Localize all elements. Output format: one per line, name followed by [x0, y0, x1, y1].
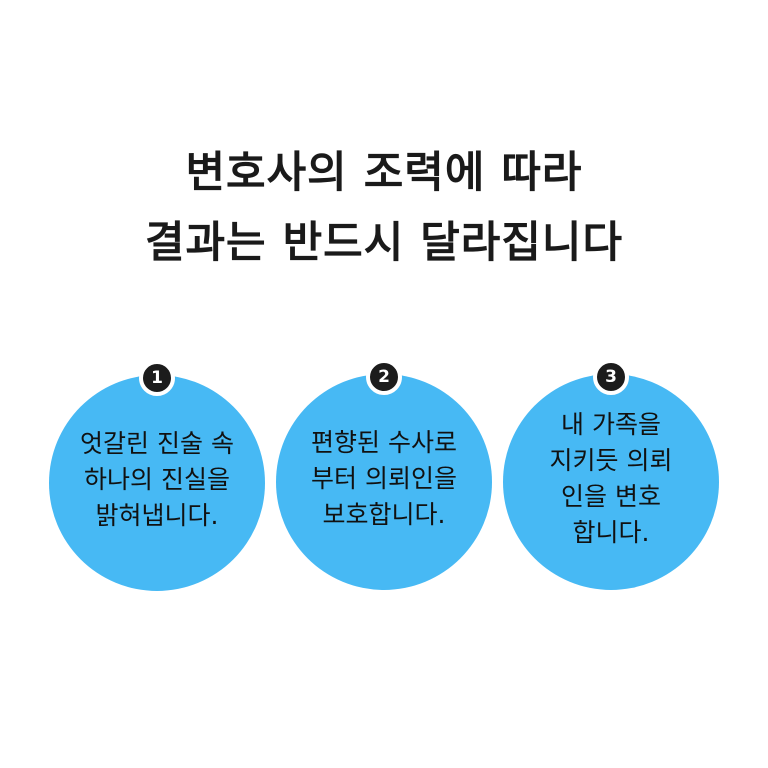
- headline-line-2: 결과는 반드시 달라집니다: [144, 218, 624, 268]
- point-circle-2: 편향된 수사로 부터 의뢰인을 보호합니다.: [276, 374, 492, 590]
- number-badge-2: 2: [366, 359, 402, 395]
- point-circle-3: 내 가족을 지키듯 의뢰 인을 변호 합니다.: [503, 374, 719, 590]
- headline-line-1: 변호사의 조력에 따라: [185, 148, 583, 198]
- point-text-1: 엇갈린 진술 속 하나의 진실을 밝혀냅니다.: [80, 429, 234, 530]
- number-badge-3: 3: [593, 359, 629, 395]
- number-badge-1: 1: [139, 360, 175, 396]
- point-text-3: 내 가족을 지키듯 의뢰 인을 변호 합니다.: [549, 410, 673, 547]
- point-circle-1: 엇갈린 진술 속 하나의 진실을 밝혀냅니다.: [49, 375, 265, 591]
- point-text-2: 편향된 수사로 부터 의뢰인을 보호합니다.: [311, 428, 457, 529]
